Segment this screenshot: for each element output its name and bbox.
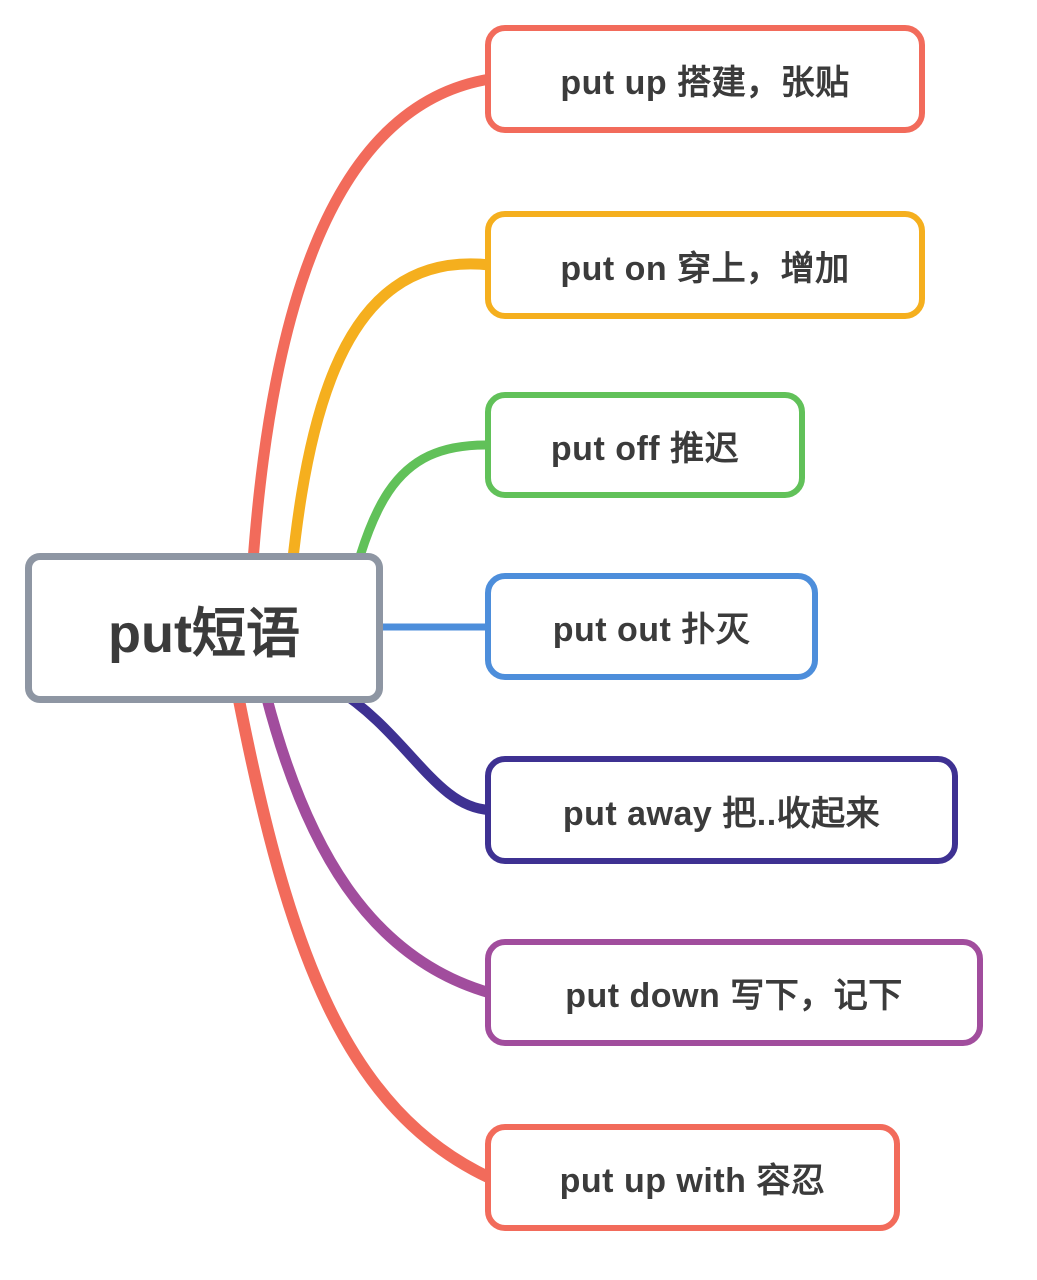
node-put-up-with[interactable]: put up with 容忍 <box>485 1124 900 1231</box>
node-put-up-with-label: put up with 容忍 <box>559 1162 826 1200</box>
connector-put-up <box>242 73 496 656</box>
node-put-down[interactable]: put down 写下，记下 <box>485 939 983 1046</box>
node-put-off-label: put off 推迟 <box>550 429 740 468</box>
node-put-off[interactable]: put off 推迟 <box>485 392 805 498</box>
node-put-up-label: put up 搭建，张贴 <box>560 63 850 102</box>
node-put-up[interactable]: put up 搭建，张贴 <box>485 25 925 133</box>
node-put-away-label: put away 把..收起来 <box>562 794 881 833</box>
node-put-out-label: put out 扑灭 <box>552 611 751 649</box>
root-node[interactable]: put短语 <box>25 553 383 703</box>
connector-put-away <box>330 683 495 815</box>
node-put-out[interactable]: put out 扑灭 <box>485 573 818 680</box>
node-put-on[interactable]: put on 穿上，增加 <box>485 211 925 319</box>
node-put-on-label: put on 穿上，增加 <box>560 249 850 288</box>
node-put-away[interactable]: put away 把..收起来 <box>485 756 958 864</box>
root-node-label: put短语 <box>108 603 300 664</box>
node-put-down-label: put down 写下，记下 <box>565 977 903 1015</box>
connector-put-up-with <box>232 689 496 1184</box>
connector-put-down <box>260 689 496 999</box>
